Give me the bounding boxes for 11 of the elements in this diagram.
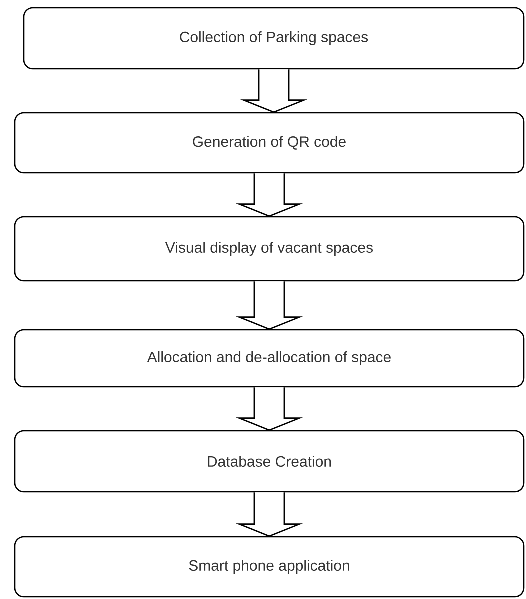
block-arrow [236,386,304,432]
process-box: Visual display of vacant spaces [14,216,525,282]
process-box: Allocation and de-allocation of space [14,329,525,388]
block-arrow [236,172,304,218]
process-box: Collection of Parking spaces [23,7,525,70]
block-arrow [236,492,304,538]
process-box: Generation of QR code [14,112,525,174]
block-arrow [240,68,308,114]
process-box: Smart phone application [14,536,525,598]
block-arrow [236,280,304,330]
process-box: Database Creation [14,430,525,493]
